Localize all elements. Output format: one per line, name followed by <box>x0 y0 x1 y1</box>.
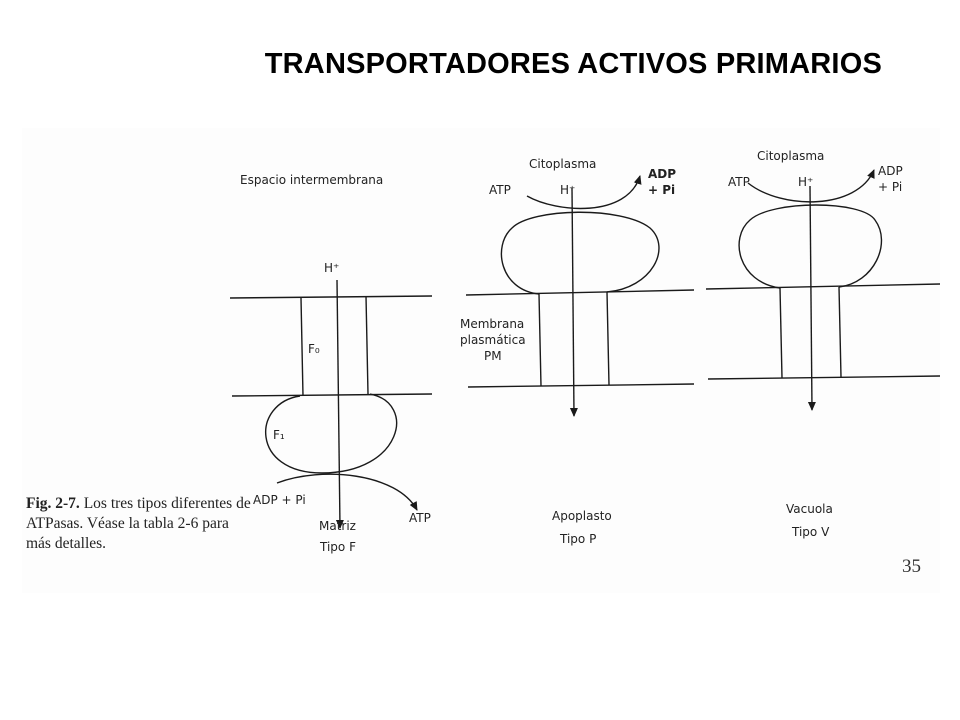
label-espacio-intermembrana: Espacio intermembrana <box>240 173 383 187</box>
label-tipo-p: Tipo P <box>559 532 596 546</box>
figure-caption-text: Los tres tipos diferentes de ATPasas. Vé… <box>26 495 251 552</box>
label-f0: F₀ <box>308 342 320 356</box>
panel-f <box>229 279 433 529</box>
membrane-upper-line-p <box>465 289 695 296</box>
membrane-lower-line-f <box>231 393 433 397</box>
scanned-figure: Espacio intermembrana H⁺ F₀ F₁ ADP + Pi … <box>22 128 940 593</box>
atp-hydrolysis-arrow-p <box>526 175 642 210</box>
figure-caption: Fig. 2-7. Los tres tipos diferentes de A… <box>26 494 256 554</box>
membrane-upper-line-v <box>705 283 940 290</box>
label-plasmatica: plasmática <box>460 333 526 347</box>
v-channel-left <box>779 287 783 379</box>
p-head-ellipse <box>500 211 660 295</box>
panel-p <box>465 175 695 417</box>
label-apoplasto: Apoplasto <box>552 509 612 523</box>
label-atp-f: ATP <box>409 511 431 525</box>
label-citoplasma-p: Citoplasma <box>529 157 596 171</box>
f1-head-ellipse <box>265 393 398 474</box>
label-citoplasma-v: Citoplasma <box>757 149 824 163</box>
proton-arrow-p <box>569 187 578 417</box>
proton-arrow-v <box>807 185 816 411</box>
label-atp-v: ATP <box>728 175 750 189</box>
membrane-lower-line-p <box>467 383 695 388</box>
v-head-ellipse <box>738 204 883 289</box>
f0-channel-right <box>365 295 369 395</box>
label-pm: PM <box>484 349 502 363</box>
label-f1: F₁ <box>273 428 285 442</box>
p-channel-left <box>538 293 542 387</box>
label-pi-p: + Pi <box>648 183 675 197</box>
label-adp-v: ADP <box>878 164 903 178</box>
label-membrana: Membrana <box>460 317 524 331</box>
label-proton-v: H⁺ <box>798 175 813 189</box>
v-channel-right <box>838 286 842 378</box>
label-vacuola: Vacuola <box>786 502 833 516</box>
label-proton-p: H⁺ <box>560 183 575 197</box>
atp-synthesis-arrow-f <box>276 473 418 511</box>
atp-hydrolysis-arrow-v <box>747 169 875 203</box>
atpase-diagram: Espacio intermembrana H⁺ F₀ F₁ ADP + Pi … <box>229 149 940 554</box>
label-tipo-v: Tipo V <box>791 525 830 539</box>
figure-caption-number: Fig. 2-7. <box>26 495 80 512</box>
membrane-upper-line-f <box>229 295 433 299</box>
f0-channel-left <box>300 297 304 397</box>
proton-arrow-f <box>335 279 344 529</box>
label-pi-v: + Pi <box>878 180 902 194</box>
panel-v <box>705 169 940 411</box>
label-matriz: Matriz <box>319 519 356 533</box>
membrane-lower-line-v <box>707 375 940 380</box>
label-proton-f: H⁺ <box>324 261 339 275</box>
label-atp-p: ATP <box>489 183 511 197</box>
label-tipo-f: Tipo F <box>319 540 356 554</box>
label-adp-pi-f: ADP + Pi <box>253 493 306 507</box>
page-number: 35 <box>902 556 921 577</box>
p-channel-right <box>606 291 610 386</box>
label-adp-p: ADP <box>648 167 676 181</box>
slide-title: TRANSPORTADORES ACTIVOS PRIMARIOS <box>264 48 882 80</box>
